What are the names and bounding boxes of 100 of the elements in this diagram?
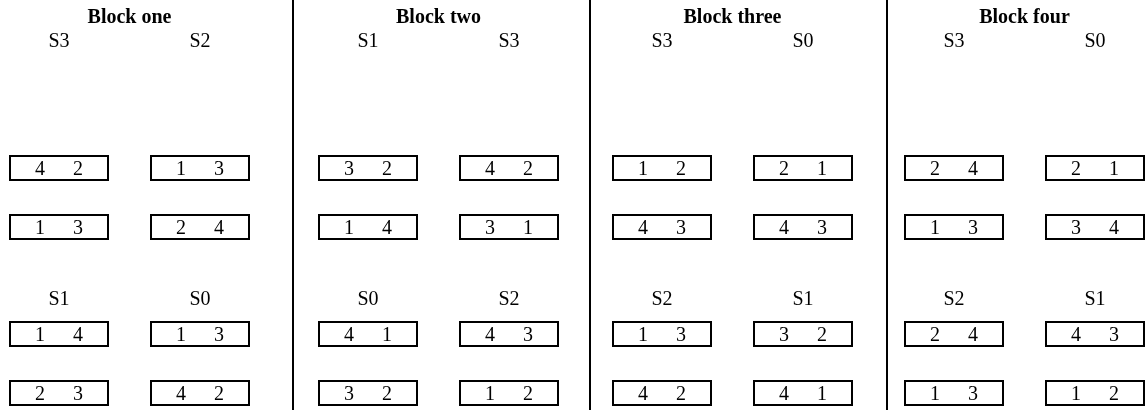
number-pair-box <box>612 321 712 347</box>
number-pair-box <box>1045 321 1145 347</box>
number-label: 1 <box>930 217 940 237</box>
number-label: 2 <box>676 383 686 403</box>
number-pair-box <box>318 321 418 347</box>
number-label: 2 <box>176 217 186 237</box>
number-pair-box <box>150 155 250 181</box>
number-label: 3 <box>1109 324 1119 344</box>
state-label: S3 <box>942 30 966 50</box>
state-label: S3 <box>47 30 71 50</box>
number-label: 1 <box>638 158 648 178</box>
number-label: 4 <box>485 158 495 178</box>
block-heading: Block three <box>682 6 783 26</box>
number-pair-box <box>9 321 109 347</box>
state-label: S0 <box>356 288 380 308</box>
number-label: 3 <box>344 158 354 178</box>
number-pair-box <box>150 214 250 240</box>
number-pair-box <box>904 380 1004 406</box>
number-label: 1 <box>930 383 940 403</box>
number-label: 1 <box>176 158 186 178</box>
number-label: 4 <box>73 324 83 344</box>
number-label: 2 <box>523 383 533 403</box>
number-label: 4 <box>638 383 648 403</box>
number-label: 4 <box>1071 324 1081 344</box>
number-label: 4 <box>344 324 354 344</box>
number-pair-box <box>612 380 712 406</box>
number-pair-box <box>150 321 250 347</box>
number-pair-box <box>9 380 109 406</box>
number-label: 1 <box>35 217 45 237</box>
number-pair-box <box>1045 380 1145 406</box>
number-label: 3 <box>214 158 224 178</box>
number-label: 1 <box>382 324 392 344</box>
number-label: 2 <box>382 383 392 403</box>
number-label: 3 <box>73 217 83 237</box>
number-pair-box <box>904 321 1004 347</box>
number-label: 4 <box>638 217 648 237</box>
number-pair-box <box>459 155 559 181</box>
number-label: 2 <box>779 158 789 178</box>
number-label: 4 <box>214 217 224 237</box>
number-label: 2 <box>817 324 827 344</box>
number-label: 2 <box>73 158 83 178</box>
number-label: 1 <box>817 383 827 403</box>
block-heading: Block four <box>978 6 1071 26</box>
state-label: S2 <box>188 30 212 50</box>
number-label: 4 <box>968 324 978 344</box>
state-label: S1 <box>356 30 380 50</box>
number-label: 3 <box>523 324 533 344</box>
number-pair-box <box>318 380 418 406</box>
number-label: 4 <box>779 383 789 403</box>
number-label: 1 <box>176 324 186 344</box>
state-label: S2 <box>497 288 521 308</box>
number-label: 3 <box>485 217 495 237</box>
number-label: 2 <box>676 158 686 178</box>
number-pair-box <box>1045 214 1145 240</box>
number-label: 2 <box>523 158 533 178</box>
number-label: 1 <box>344 217 354 237</box>
number-label: 1 <box>523 217 533 237</box>
number-label: 3 <box>344 383 354 403</box>
number-label: 4 <box>968 158 978 178</box>
number-pair-box <box>1045 155 1145 181</box>
number-pair-box <box>753 321 853 347</box>
number-label: 4 <box>485 324 495 344</box>
number-pair-box <box>9 214 109 240</box>
number-label: 1 <box>485 383 495 403</box>
state-label: S1 <box>791 288 815 308</box>
number-label: 4 <box>779 217 789 237</box>
state-label: S0 <box>1083 30 1107 50</box>
number-label: 2 <box>1109 383 1119 403</box>
state-label: S3 <box>497 30 521 50</box>
number-pair-box <box>904 214 1004 240</box>
number-label: 2 <box>1071 158 1081 178</box>
block-heading: Block two <box>395 6 482 26</box>
number-pair-box <box>612 214 712 240</box>
block-heading: Block one <box>86 6 173 26</box>
number-pair-box <box>459 321 559 347</box>
number-label: 4 <box>176 383 186 403</box>
number-label: 4 <box>382 217 392 237</box>
number-pair-box <box>318 214 418 240</box>
number-label: 2 <box>35 383 45 403</box>
state-label: S0 <box>188 288 212 308</box>
number-pair-box <box>318 155 418 181</box>
state-label: S1 <box>47 288 71 308</box>
number-label: 1 <box>35 324 45 344</box>
number-label: 3 <box>968 383 978 403</box>
number-pair-box <box>459 214 559 240</box>
number-pair-box <box>753 155 853 181</box>
number-label: 3 <box>214 324 224 344</box>
number-label: 3 <box>676 324 686 344</box>
state-label: S3 <box>650 30 674 50</box>
number-label: 4 <box>35 158 45 178</box>
number-pair-box <box>612 155 712 181</box>
number-pair-box <box>904 155 1004 181</box>
number-label: 2 <box>930 158 940 178</box>
number-label: 3 <box>1071 217 1081 237</box>
number-label: 3 <box>676 217 686 237</box>
state-label: S0 <box>791 30 815 50</box>
number-label: 3 <box>73 383 83 403</box>
state-label: S2 <box>650 288 674 308</box>
number-label: 2 <box>214 383 224 403</box>
number-label: 3 <box>779 324 789 344</box>
